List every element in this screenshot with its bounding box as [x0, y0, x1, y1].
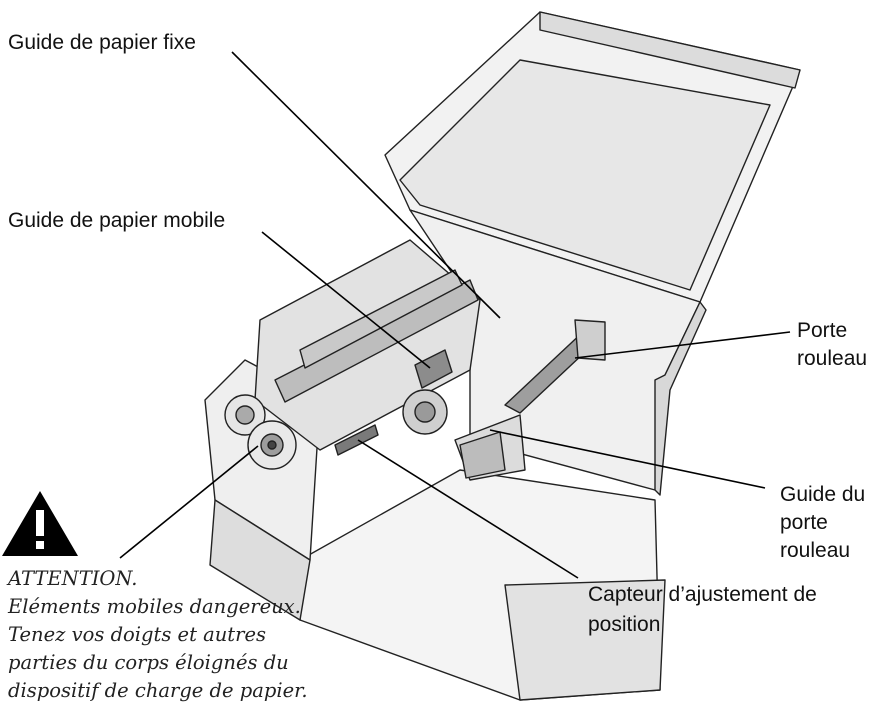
label-sensor-2: position	[588, 613, 661, 636]
label-mobile-guide: Guide de papier mobile	[8, 209, 226, 232]
label-roll-guide-2: porte	[780, 511, 828, 534]
label-sensor-1: Capteur d’ajustement de	[588, 583, 817, 606]
callout-roll-holder	[574, 331, 791, 359]
warning-line-2: Tenez vos doigts et autres	[8, 623, 267, 646]
label-roll-holder-2: rouleau	[797, 347, 868, 370]
position-sensor	[334, 424, 379, 456]
warning-title: ATTENTION.	[8, 567, 138, 590]
warning-line-1: Eléments mobiles dangereux.	[8, 595, 301, 618]
callout-roll-guide	[489, 429, 766, 489]
callout-sensor	[357, 439, 579, 579]
label-roll-guide-1: Guide du	[780, 483, 866, 506]
warning-line-4: dispositif de charge de papier.	[8, 679, 308, 702]
label-fixed-guide: Guide de papier fixe	[8, 31, 196, 54]
label-roll-holder-1: Porte	[797, 319, 848, 342]
callout-fixed-guide	[231, 51, 501, 319]
callout-warning	[119, 445, 259, 559]
label-roll-guide-3: rouleau	[780, 539, 851, 562]
warning-triangle-icon	[2, 491, 78, 556]
warning-line-3: parties du corps éloignés du	[8, 651, 289, 674]
callout-mobile-guide	[261, 231, 431, 369]
